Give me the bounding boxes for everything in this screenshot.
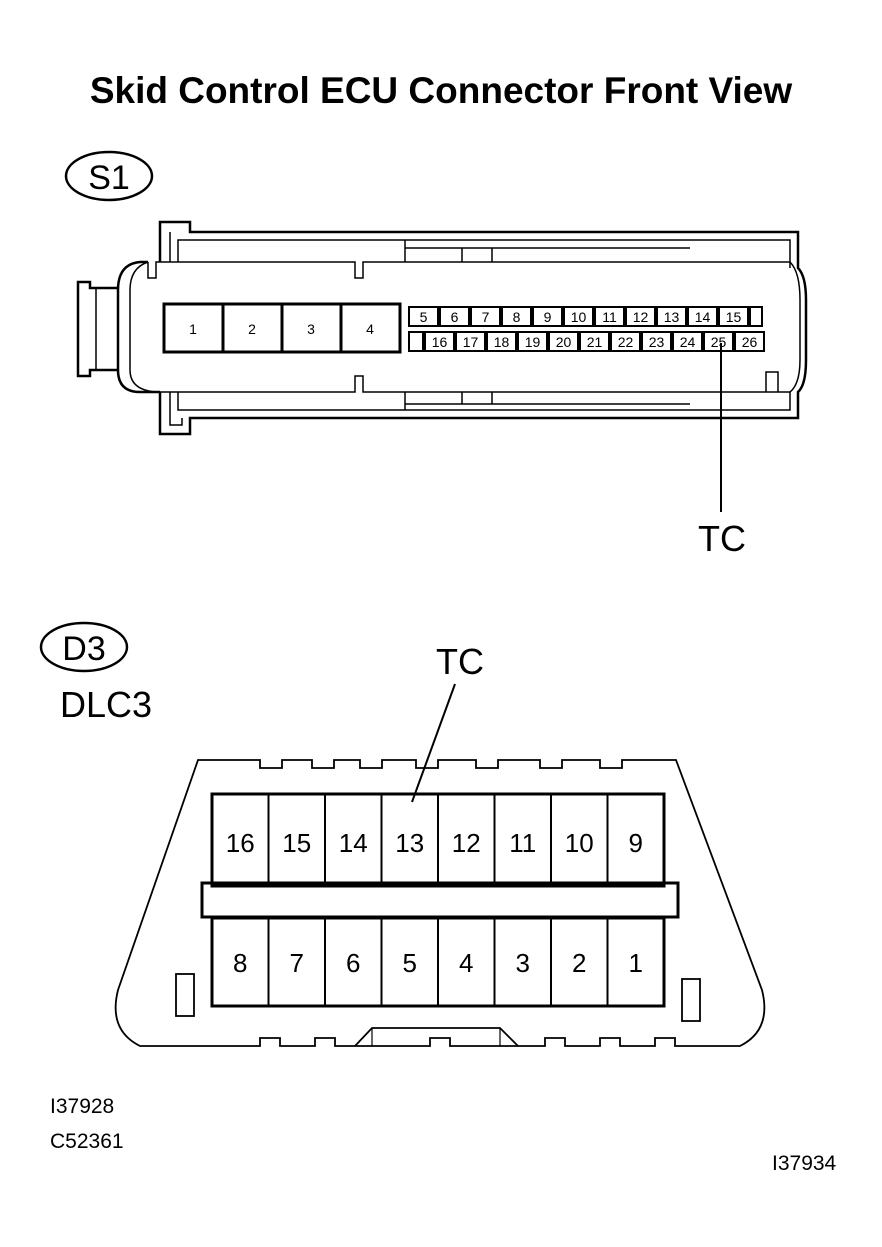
s1-tc-label: TC xyxy=(698,518,746,559)
s1-pin-cell xyxy=(749,306,763,327)
s1-pin-cell xyxy=(594,306,625,327)
s1-pin-cell xyxy=(610,331,641,352)
s1-connector-body xyxy=(76,220,808,436)
s1-pin-cell xyxy=(486,331,517,352)
s1-pin: 12 xyxy=(633,309,649,325)
s1-pin-cell xyxy=(563,306,594,327)
ref-code: I37934 xyxy=(772,1152,837,1175)
s1-pin: 18 xyxy=(494,334,510,350)
s1-pin: 14 xyxy=(695,309,711,325)
s1-code-badge: S1 xyxy=(64,150,154,202)
s1-pin: 3 xyxy=(307,321,315,337)
s1-pin: 16 xyxy=(432,334,448,350)
s1-pin-cell xyxy=(703,331,734,352)
s1-pin-cell xyxy=(718,306,749,327)
dlc3-pin: 10 xyxy=(565,828,594,858)
s1-pin-cell xyxy=(734,331,765,352)
dlc3-pin: 7 xyxy=(290,948,304,978)
s1-pin-cell xyxy=(532,306,563,327)
dlc3-body xyxy=(114,759,766,1047)
s1-pin-cell xyxy=(625,306,656,327)
s1-pin: 26 xyxy=(742,334,758,350)
s1-pin: 7 xyxy=(482,309,490,325)
s1-code-label: S1 xyxy=(88,159,130,197)
s1-pin-cell xyxy=(579,331,610,352)
d3-code-badge: D3 xyxy=(39,621,129,673)
s1-pin: 13 xyxy=(664,309,680,325)
dlc3-pin: 15 xyxy=(282,828,311,858)
d3-tc-label: TC xyxy=(436,641,484,682)
dlc3-pins: 16 15 14 13 12 11 10 9 8 7 6 5 4 3 2 1 xyxy=(226,794,643,1006)
s1-pin-cell xyxy=(656,306,687,327)
s1-pin: 22 xyxy=(618,334,634,350)
s1-pin: 21 xyxy=(587,334,603,350)
dlc3-pin: 2 xyxy=(572,948,586,978)
s1-pin-cell xyxy=(548,331,579,352)
d3-code-label: D3 xyxy=(62,630,105,668)
dlc3-label: DLC3 xyxy=(60,684,152,725)
s1-pin-cell xyxy=(672,331,703,352)
s1-pin: 25 xyxy=(711,334,727,350)
s1-pin: 1 xyxy=(189,321,197,337)
diagram-title: Skid Control ECU Connector Front View xyxy=(89,70,793,111)
dlc3-pin: 11 xyxy=(509,828,536,858)
s1-pin: 15 xyxy=(726,309,742,325)
s1-pin: 9 xyxy=(544,309,552,325)
dlc3-pin: 16 xyxy=(226,828,255,858)
s1-pin-cell xyxy=(455,331,486,352)
ref-code: I37928 xyxy=(50,1095,115,1118)
dlc3-pin: 4 xyxy=(459,948,473,978)
s1-pin-cell xyxy=(424,331,455,352)
dlc3-pin: 12 xyxy=(452,828,481,858)
s1-pin-cell xyxy=(501,306,532,327)
s1-pin: 8 xyxy=(513,309,521,325)
s1-pin: 19 xyxy=(525,334,541,350)
s1-pin-cell xyxy=(439,306,470,327)
s1-pin: 23 xyxy=(649,334,665,350)
s1-small-pins: 5 6 7 8 9 10 11 12 13 14 15 16 17 18 19 20 21 22 23 24 25 26 xyxy=(408,306,765,352)
s1-pin: 11 xyxy=(602,309,617,325)
s1-pin: 6 xyxy=(451,309,459,325)
ref-code: C52361 xyxy=(50,1130,124,1153)
dlc3-pin: 3 xyxy=(516,948,530,978)
s1-pin: 4 xyxy=(366,321,374,337)
s1-pin-cell xyxy=(408,331,424,352)
d3-tc-callout: TC xyxy=(411,641,484,803)
s1-pin: 24 xyxy=(680,334,696,350)
dlc3-pin: 13 xyxy=(395,828,424,858)
s1-tc-callout: TC xyxy=(698,343,746,559)
s1-pin-cell xyxy=(408,306,439,327)
s1-pin: 10 xyxy=(571,309,587,325)
s1-pin-cell xyxy=(687,306,718,327)
dlc3-pin: 6 xyxy=(346,948,360,978)
s1-pin-cell xyxy=(641,331,672,352)
dlc3-pin: 14 xyxy=(339,828,368,858)
s1-pin: 17 xyxy=(463,334,479,350)
s1-pin: 5 xyxy=(420,309,428,325)
s1-large-pins: 1 2 3 4 xyxy=(162,302,402,354)
dlc3-pin: 5 xyxy=(403,948,417,978)
s1-pin: 20 xyxy=(556,334,572,350)
s1-pin-cell xyxy=(470,306,501,327)
s1-pin: 2 xyxy=(248,321,256,337)
dlc3-pin: 9 xyxy=(629,828,643,858)
dlc3-pin: 1 xyxy=(629,948,643,978)
dlc3-pin: 8 xyxy=(233,948,247,978)
s1-pin-cell xyxy=(517,331,548,352)
